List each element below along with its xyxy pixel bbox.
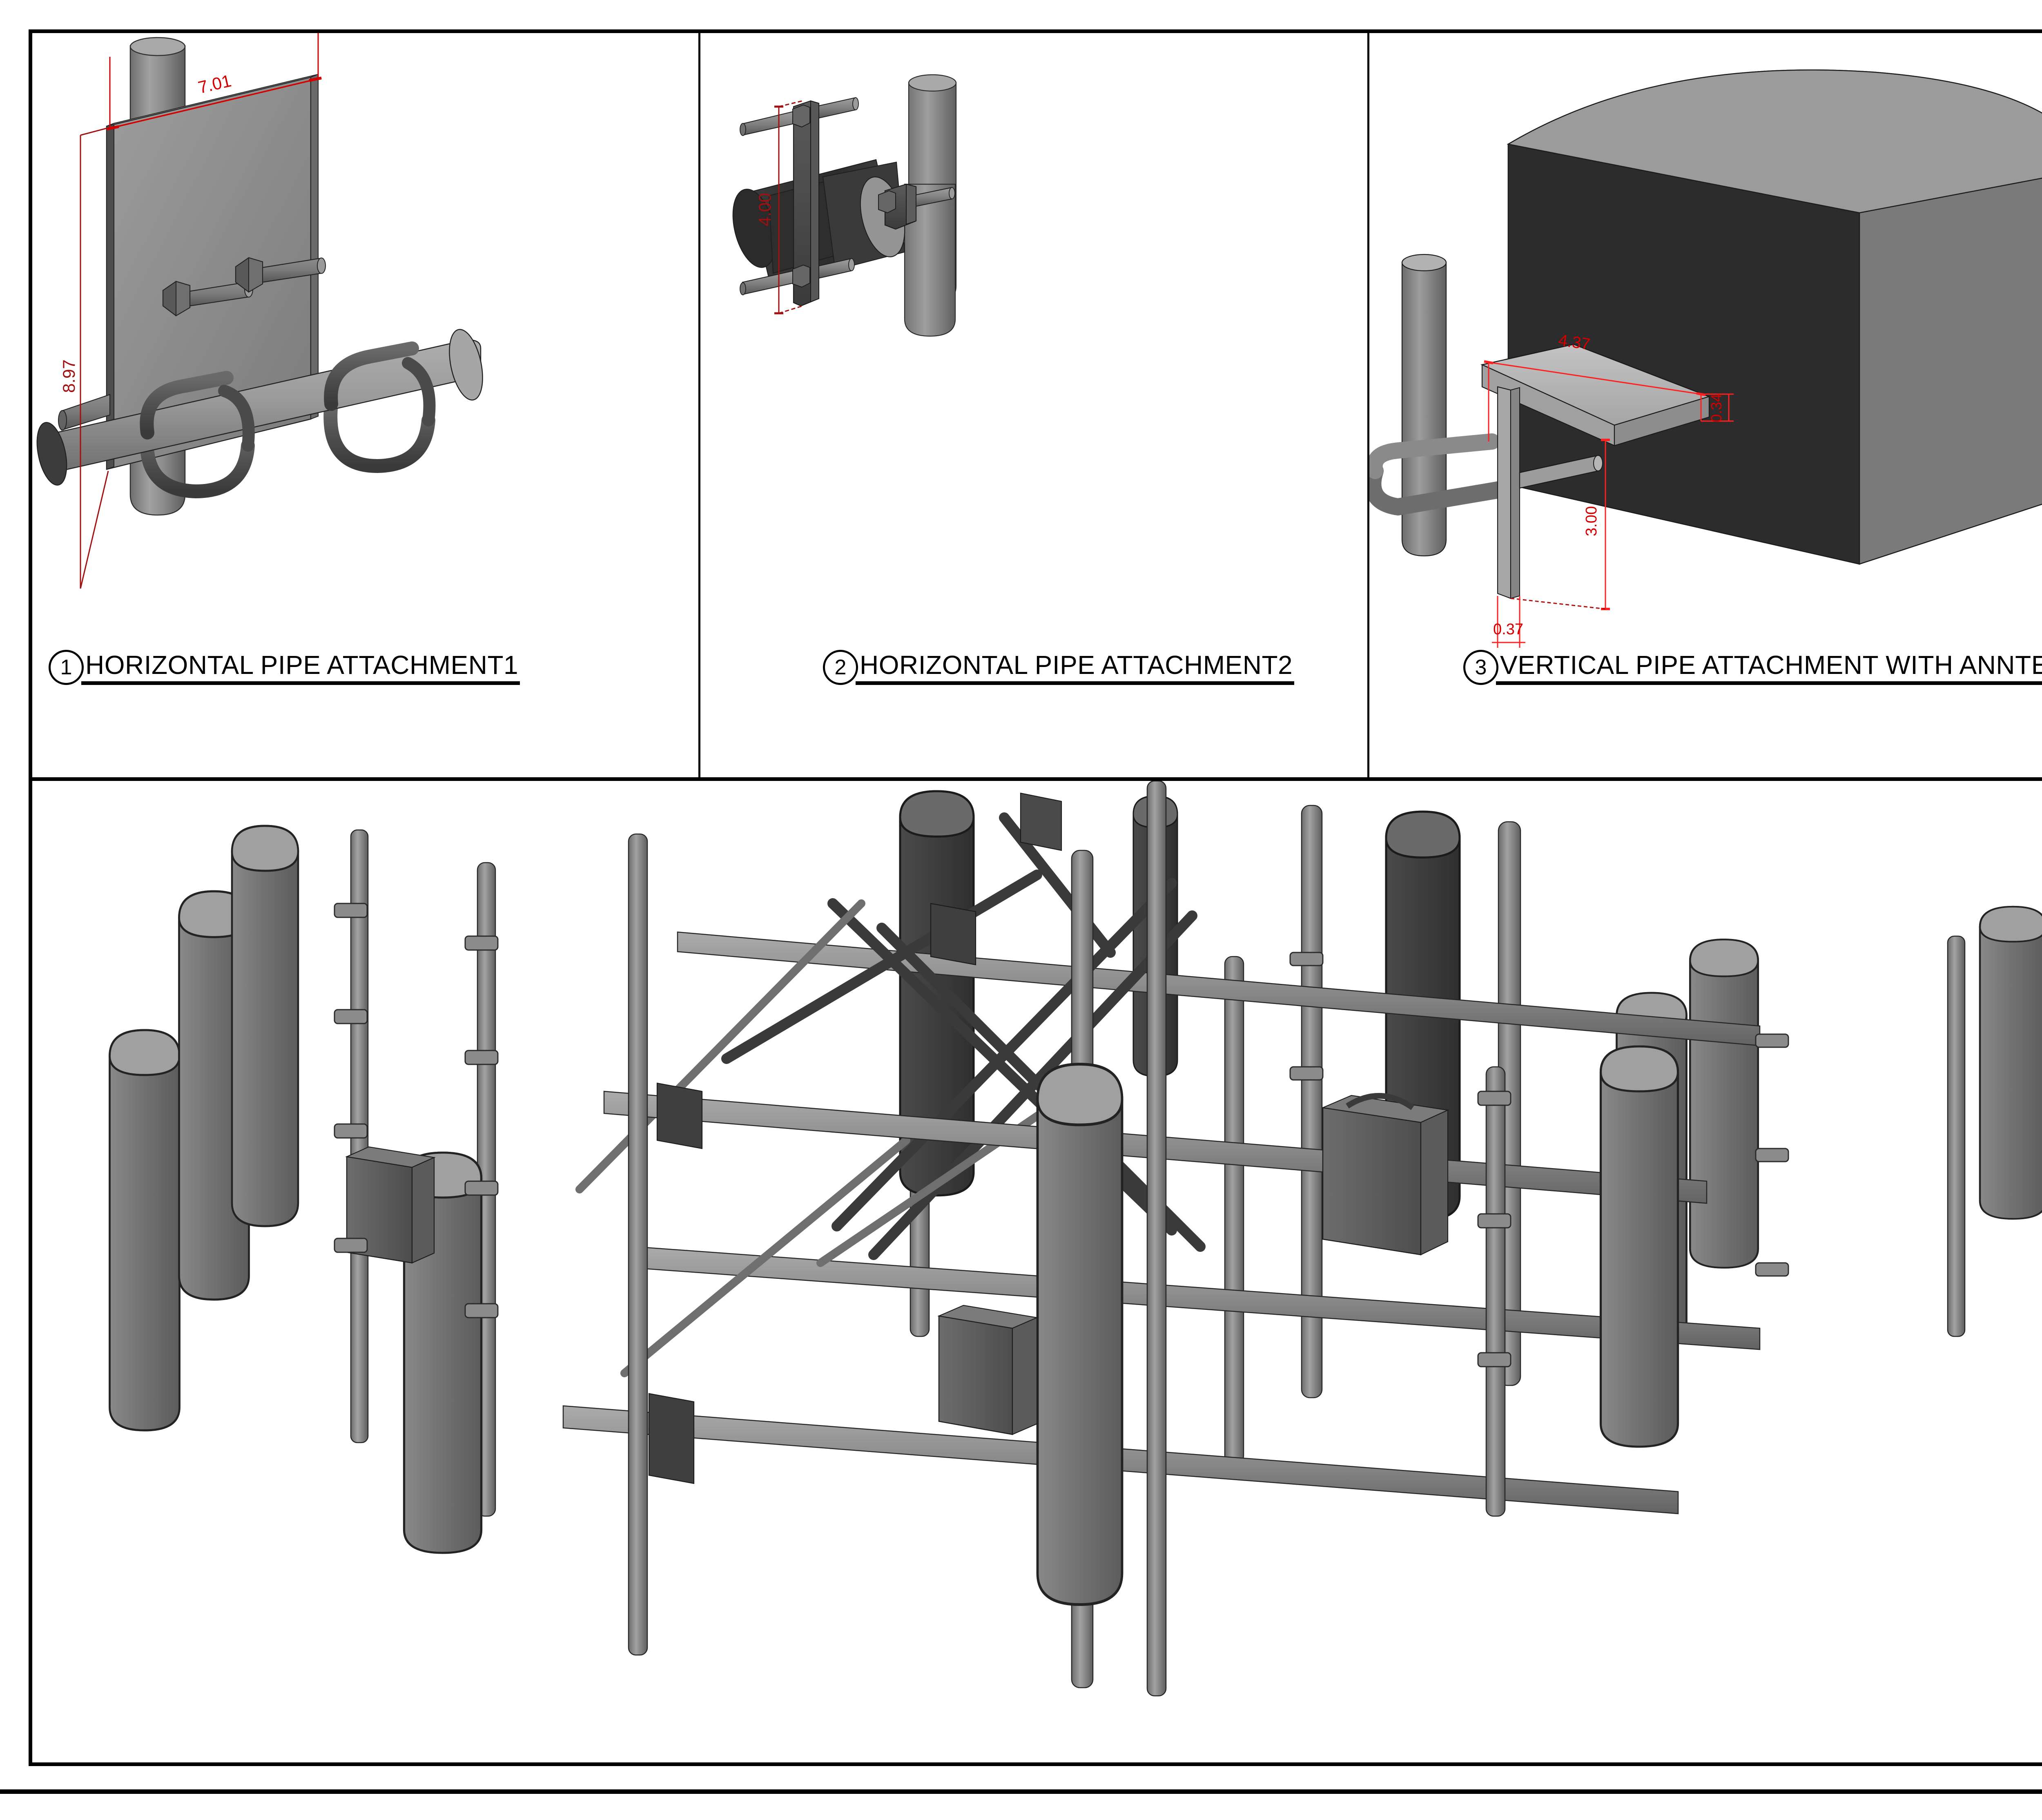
panel-antenna-center	[1038, 1064, 1122, 1605]
panel-antenna-left-1	[110, 1030, 180, 1430]
vertical-pipe-attachment-with-antenna-drawing: 4.37 0.34 3.00 0.37	[1369, 69, 2042, 648]
panel-antenna-right-2	[1690, 939, 1758, 1268]
view-cell-3: 4.37 0.34 3.00 0.37	[1369, 33, 2042, 777]
panel-antenna-left-3	[232, 826, 298, 1226]
vertical-mast-pipe	[904, 74, 957, 337]
hex-bolt-left	[162, 281, 253, 317]
divider-horizontal-1	[32, 777, 2042, 781]
bracket-plate	[1480, 343, 1711, 446]
divider-vertical-2	[1367, 33, 1369, 781]
panel-antenna-right-front	[1601, 1046, 1678, 1447]
view-title-wrap-3: VERTICAL PIPE ATTACHMENT WITH ANNTENNA	[1496, 652, 2042, 685]
assembly-center-antenna	[1038, 1064, 1122, 1605]
mounting-plate	[106, 74, 319, 470]
view-title-wrap-1: HORIZONTAL PIPE ATTACHMENT1	[81, 652, 520, 685]
view-title-underline-3	[1496, 681, 2042, 685]
view-number-bubble-1: 1	[49, 650, 84, 685]
antenna-radome	[1507, 69, 2042, 565]
u-bolt-rear	[140, 397, 435, 499]
view-title-1: HORIZONTAL PIPE ATTACHMENT1	[85, 650, 519, 680]
assembly-rails-rear	[632, 931, 1761, 1350]
view-number-bubble-3: 3	[1463, 650, 1498, 685]
bracket-web-plate	[1497, 386, 1520, 599]
left-stub-pipe	[58, 394, 111, 431]
dimension-8-97-label: 8.97	[59, 359, 78, 393]
dimension-7-01-label: 7.01	[196, 71, 233, 97]
assembly-clamp-hardware	[334, 903, 1789, 1367]
view-cell-2: 4.00 2 HORIZONTAL PIPE ATTACHMENT2	[700, 33, 1367, 777]
clamp-bolt-top	[740, 97, 859, 136]
dimension-0-34: 0.34	[1701, 393, 1734, 422]
horizontal-pipe	[36, 329, 483, 486]
clamp-bolt-side	[878, 187, 955, 214]
view-title-wrap-2: HORIZONTAL PIPE ATTACHMENT2	[856, 650, 1295, 685]
assembly-right-antennas	[1601, 1046, 1678, 1447]
web-bolt	[1519, 455, 1603, 489]
sheet-bottom-rule	[0, 1789, 2042, 1794]
dimension-0-37-label: 0.37	[1493, 621, 1523, 638]
horizontal-pipe-attachment2-drawing: 4.00	[732, 74, 957, 337]
assembly-rru-boxes	[345, 1093, 1449, 1435]
vertical-mount-pipe	[1401, 254, 1447, 557]
antenna-mount-assembly-isometric	[32, 781, 2042, 1697]
u-bolt-front	[140, 341, 436, 452]
view-cell-overview	[32, 781, 2042, 1763]
dimension-4-37: 4.37	[1484, 331, 1706, 442]
dimension-3-00: 3.00	[1510, 439, 1610, 610]
assembly-mount-brackets	[648, 792, 1062, 1484]
view-title-underline-1	[81, 681, 520, 685]
dimension-4-00: 4.00	[755, 100, 803, 314]
dimension-0-37: 0.37	[1492, 596, 1525, 648]
horizontal-pipe-attachment1-drawing: 7.01 8.97	[36, 33, 483, 589]
dimension-8-97: 8.97	[59, 127, 109, 589]
dimension-0-34-label: 0.34	[1708, 394, 1725, 422]
view-callout-1[interactable]: 1 HORIZONTAL PIPE ATTACHMENT1	[49, 650, 520, 685]
view-callout-2[interactable]: 2 HORIZONTAL PIPE ATTACHMENT2	[823, 650, 1295, 685]
hex-bolt-right	[235, 257, 326, 293]
dimension-3-00-label: 3.00	[1583, 506, 1600, 536]
assembly-far-right-antennas	[1947, 907, 2042, 1337]
dimension-4-37-label: 4.37	[1557, 331, 1591, 353]
view-title-2: HORIZONTAL PIPE ATTACHMENT2	[860, 650, 1293, 680]
panel-antenna-edge-1	[1980, 907, 2042, 1219]
horizontal-clamped-pipe	[732, 159, 905, 283]
clamp-bolt-bottom	[740, 258, 855, 295]
clamp-plate-left	[793, 100, 820, 307]
view-number-bubble-2: 2	[823, 650, 858, 685]
u-bolt-pipe-clamp	[1369, 433, 1513, 516]
view-title-3: VERTICAL PIPE ATTACHMENT WITH ANNTENNA	[1500, 650, 2042, 680]
view-cell-1: 7.01 8.97 1 HORIZONTAL PIPE ATTACHMENT1	[32, 33, 698, 777]
view-callout-3[interactable]: 3 VERTICAL PIPE ATTACHMENT WITH ANNTENNA	[1463, 650, 2042, 685]
divider-vertical-1	[698, 33, 700, 781]
view-title-underline-2	[856, 681, 1295, 685]
dimension-4-00-label: 4.00	[755, 193, 774, 226]
